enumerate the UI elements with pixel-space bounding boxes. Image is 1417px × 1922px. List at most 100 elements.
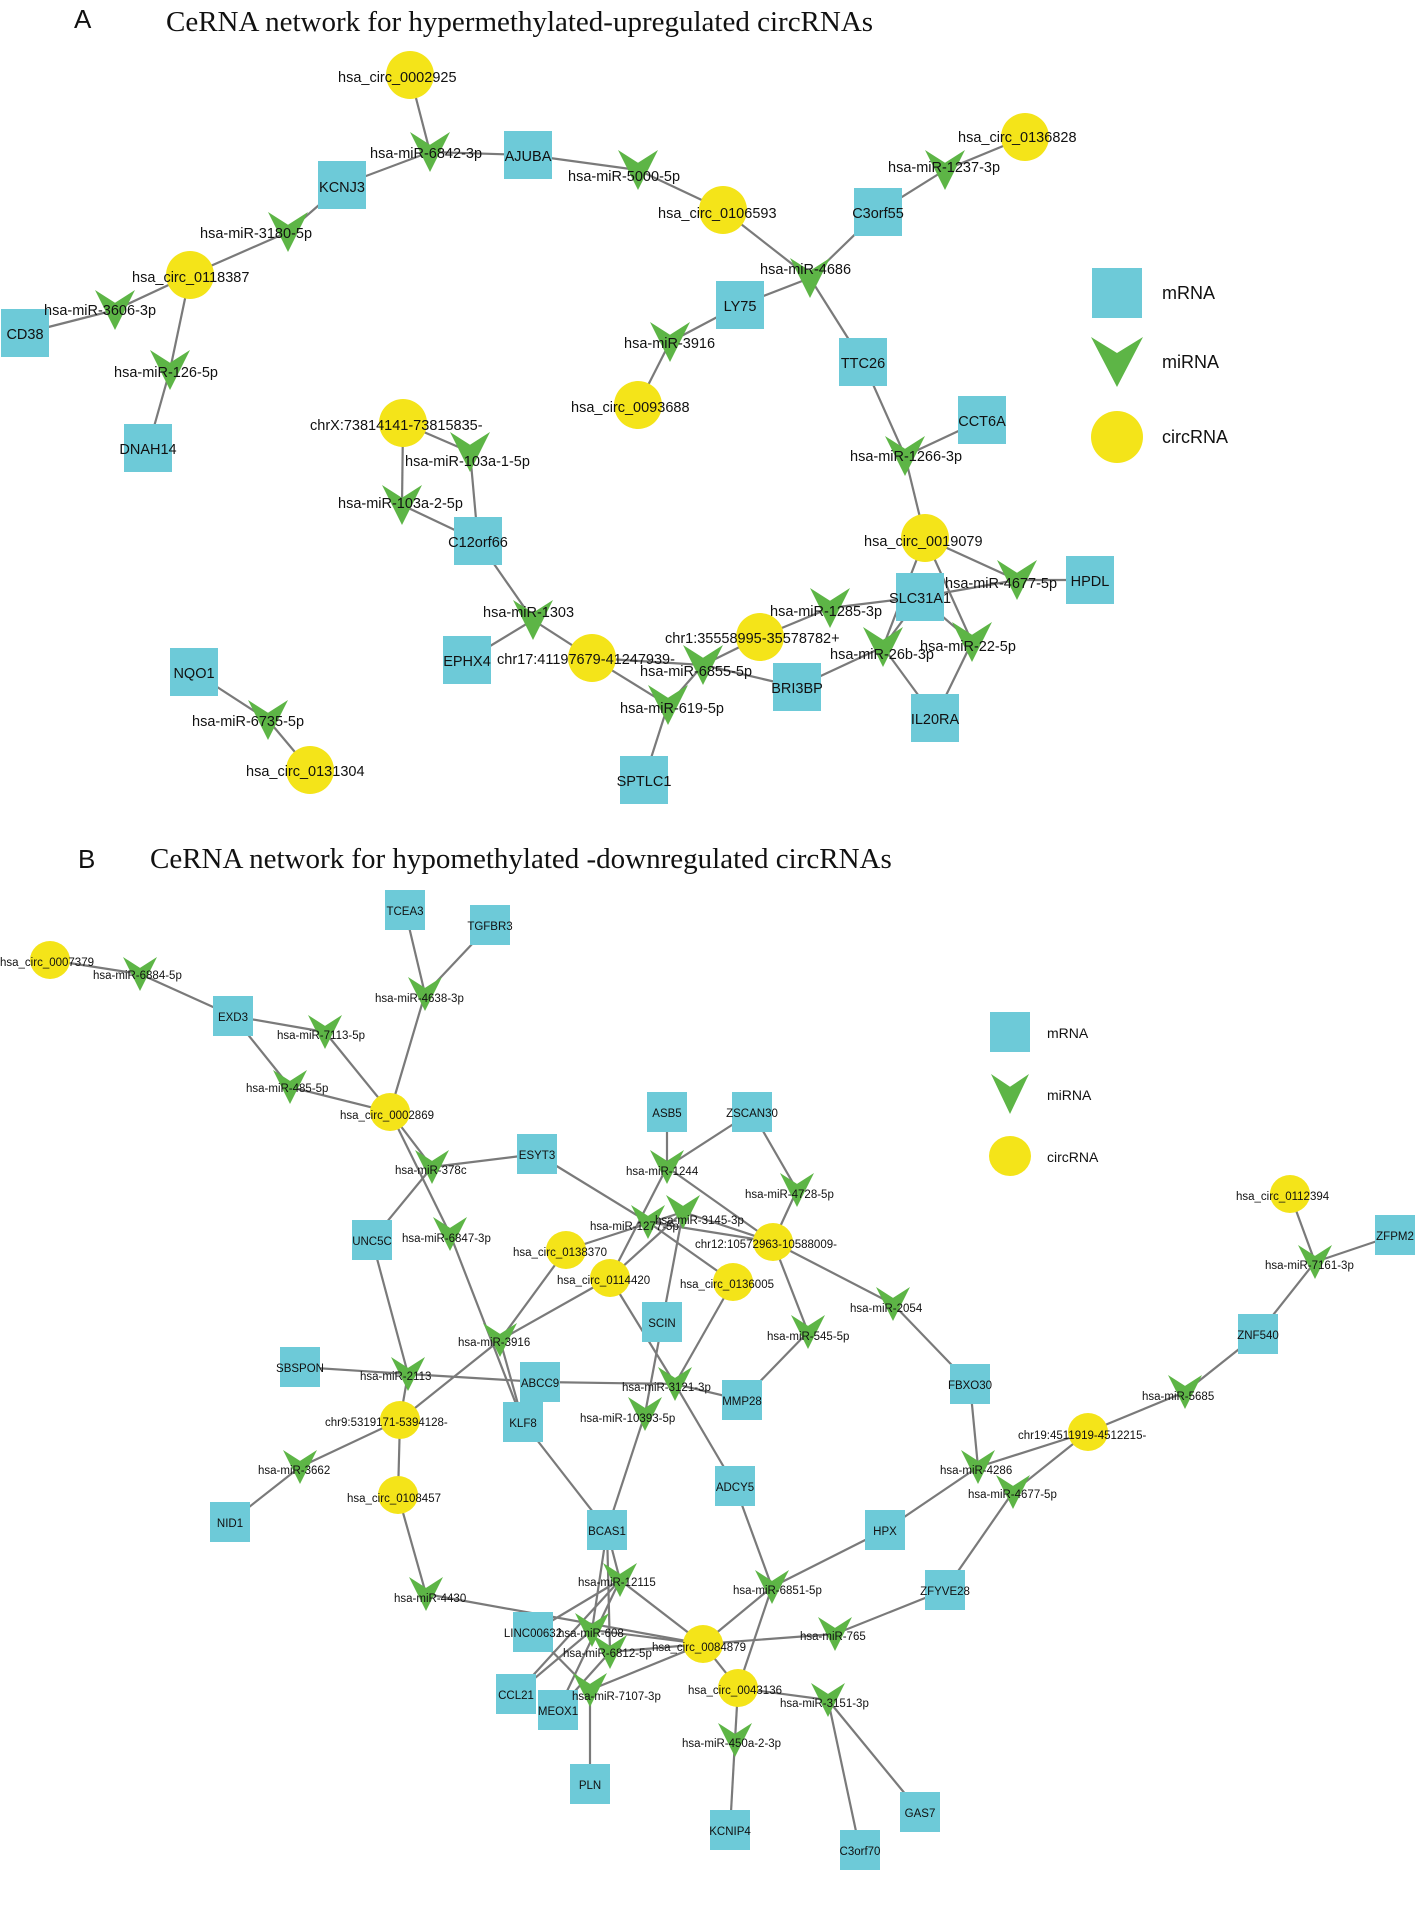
mrna-label-zscan30: ZSCAN30 (726, 1108, 778, 1120)
mirna-label-hsa-mir-4728-5p: hsa-miR-4728-5p (745, 1189, 834, 1201)
mirna-label-hsa-mir-545-5p: hsa-miR-545-5p (767, 1331, 849, 1343)
circ-node-hsa-circ-0112394 (1270, 1175, 1310, 1213)
circ-label-chr1-35558995-35578782: chr1:35558995-35578782+ (665, 631, 840, 647)
edge-abcc9-hsa-mir-3121-3p (539, 1380, 676, 1386)
circ-node-hsa-circ-0019079 (901, 514, 949, 562)
mirna-node-hsa-mir-103a-1-5p (450, 432, 490, 472)
edge-hsa-mir-3916-chr9-5319171-5394128 (399, 1339, 501, 1421)
mirna-label-hsa-mir-7107-3p: hsa-miR-7107-3p (572, 1691, 661, 1703)
mrna-node-cd38 (1, 309, 49, 357)
mrna-label-bcas1: BCAS1 (588, 1526, 626, 1538)
circ-label-hsa-circ-0108457: hsa_circ_0108457 (347, 1493, 441, 1505)
mirna-node-hsa-mir-6735-5p (248, 700, 288, 740)
mirna-node-hsa-mir-7161-3p (1298, 1245, 1332, 1279)
mirna-node-hsa-mir-10393-5p (628, 1397, 662, 1431)
edge-hsa-mir-4638-3p-hsa-circ-0002869 (388, 993, 427, 1113)
mrna-node-znf540 (1238, 1314, 1278, 1354)
mrna-label-hpdl: HPDL (1071, 574, 1110, 590)
mrna-label-hpx: HPX (873, 1526, 897, 1538)
mrna-node-bcas1 (587, 1510, 627, 1550)
legend-mrna-label: mRNA (1162, 283, 1215, 303)
edge-hsa-mir-2113-abcc9 (407, 1372, 541, 1384)
mrna-label-cct6a: CCT6A (958, 414, 1006, 430)
panel-b-label: B (78, 844, 96, 874)
mrna-label-cd38: CD38 (6, 327, 43, 343)
edge-hsa-mir-1244-chr12-10572963-10588009 (666, 1166, 774, 1243)
mirna-node-hsa-mir-3916 (483, 1323, 517, 1357)
circ-node-chr9-5319171-5394128 (380, 1401, 420, 1439)
labels: hsa_circ_0007379hsa-miR-6884-5pEXD3TCEA3… (0, 906, 1414, 1858)
mirna-node-hsa-mir-3145-3p (666, 1195, 700, 1229)
mrna-node-hpx (865, 1510, 905, 1550)
mrna-node-kcnip4 (710, 1810, 750, 1850)
circ-label-hsa-circ-0084879: hsa_circ_0084879 (652, 1642, 746, 1654)
mrna-node-fbxo30 (950, 1364, 990, 1404)
mirna-node-hsa-mir-7107-3p (573, 1673, 607, 1707)
mirna-label-hsa-mir-3180-5p: hsa-miR-3180-5p (200, 226, 312, 242)
mrna-label-sbspon: SBSPON (276, 1363, 324, 1375)
legend-circ-label: circRNA (1162, 427, 1228, 447)
mirna-label-hsa-mir-26b-3p: hsa-miR-26b-3p (830, 647, 934, 663)
mirna-label-hsa-mir-6735-5p: hsa-miR-6735-5p (192, 714, 304, 730)
mirna-label-hsa-mir-3606-3p: hsa-miR-3606-3p (44, 303, 156, 319)
circ-node-hsa-circ-0108457 (378, 1476, 418, 1514)
mirna-node-hsa-mir-545-5p (791, 1315, 825, 1349)
circ-node-hsa-circ-0114420 (590, 1259, 630, 1297)
mirna-node-hsa-mir-12115 (603, 1563, 637, 1597)
mirna-label-hsa-mir-7161-3p: hsa-miR-7161-3p (1265, 1260, 1354, 1272)
circ-label-hsa-circ-0002925: hsa_circ_0002925 (338, 70, 457, 86)
mirna-node-hsa-mir-4728-5p (780, 1173, 814, 1207)
circ-label-hsa-circ-0114420: hsa_circ_0114420 (557, 1275, 650, 1287)
mirna-label-hsa-mir-608: hsa-miR-608 (558, 1628, 624, 1640)
mrna-label-esyt3: ESYT3 (519, 1150, 555, 1162)
mrna-node-slc31a1 (896, 573, 944, 621)
mirna-label-hsa-mir-1303: hsa-miR-1303 (483, 605, 574, 621)
mirna-label-hsa-mir-4286: hsa-miR-4286 (940, 1465, 1012, 1477)
mrna-label-abcc9: ABCC9 (521, 1378, 559, 1390)
mrna-node-il20ra (911, 694, 959, 742)
mirna-label-hsa-mir-4677-5p: hsa-miR-4677-5p (945, 576, 1057, 592)
edge-unc5c-hsa-mir-2113 (370, 1239, 410, 1375)
mirna-label-hsa-mir-2054: hsa-miR-2054 (850, 1303, 923, 1315)
nodes (30, 890, 1415, 1870)
mirna-label-hsa-mir-3916: hsa-miR-3916 (458, 1337, 530, 1349)
edge-hsa-mir-7107-3p-hsa-circ-0084879 (589, 1642, 704, 1692)
circ-node-hsa-circ-0131304 (286, 746, 334, 794)
legend-circ-label: circRNA (1047, 1149, 1099, 1165)
mirna-node-hsa-mir-26b-3p (863, 627, 903, 667)
mrna-label-scin: SCIN (648, 1318, 675, 1330)
mirna-node-hsa-mir-2113 (391, 1357, 425, 1391)
circ-node-hsa-circ-0093688 (614, 381, 662, 429)
mirna-node-hsa-mir-1285-3p (810, 588, 850, 628)
mirna-node-hsa-mir-6847-3p (433, 1217, 467, 1251)
panel-a-network: hsa_circ_0002925 hsa-miR-6842-3p AJUBA hsa-… (1, 51, 1228, 804)
mirna-node-hsa-mir-2054 (876, 1287, 910, 1321)
mirna-label-hsa-mir-4638-3p: hsa-miR-4638-3p (375, 993, 464, 1005)
mirna-node-hsa-mir-3916 (650, 322, 690, 362)
mrna-label-c12orf66: C12orf66 (448, 535, 508, 551)
circ-label-hsa-circ-0118387: hsa_circ_0118387 (132, 270, 249, 286)
circ-label-hsa-circ-0007379: hsa_circ_0007379 (0, 957, 94, 969)
edge-hsa-mir-3145-3p-hsa-circ-0138370 (565, 1210, 684, 1252)
mrna-node-cct6a (958, 396, 1006, 444)
mirna-label-hsa-mir-4686: hsa-miR-4686 (760, 262, 851, 278)
mrna-node-zscan30 (732, 1092, 772, 1132)
mrna-node-hpdl (1066, 556, 1114, 604)
mrna-label-ajuba: AJUBA (505, 149, 552, 165)
mrna-node-ajuba (504, 131, 552, 179)
mirna-node-hsa-mir-7113-5p (308, 1015, 342, 1049)
mirna-label-hsa-mir-6884-5p: hsa-miR-6884-5p (93, 970, 182, 982)
mrna-label-zfpm2: ZFPM2 (1376, 1231, 1414, 1243)
mrna-node-ephx4 (443, 636, 491, 684)
circ-label-hsa-circ-0093688: hsa_circ_0093688 (571, 400, 690, 416)
mirna-label-hsa-mir-6842-3p: hsa-miR-6842-3p (370, 146, 482, 162)
mrna-node-c3orf70 (840, 1830, 880, 1870)
mrna-node-esyt3 (517, 1134, 557, 1174)
mrna-node-meox1 (538, 1690, 578, 1730)
edge-hsa-mir-1244-hsa-circ-0114420 (609, 1166, 668, 1279)
mirna-node-hsa-mir-1277-5p (631, 1205, 665, 1239)
circ-node-hsa-circ-0136828 (1001, 113, 1049, 161)
mrna-label-nqo1: NQO1 (173, 666, 214, 682)
mirna-node-hsa-mir-765 (818, 1617, 852, 1651)
